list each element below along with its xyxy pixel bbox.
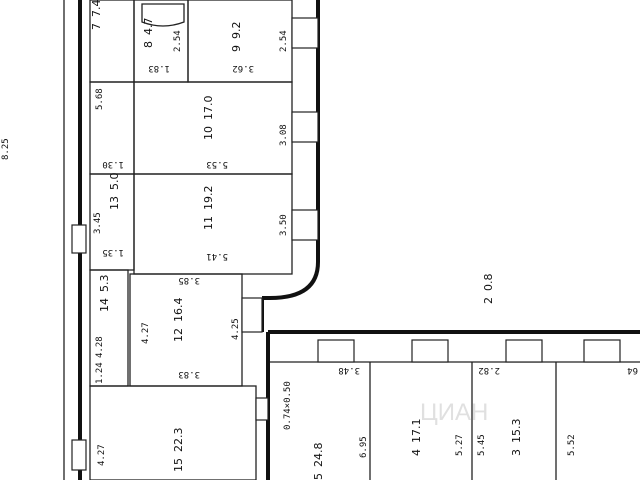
window-icon [317,339,355,363]
room-5-label: 524.8 [312,443,325,480]
room-13-label: 135.0 [108,173,121,211]
dim-label: 5.41 [206,251,228,261]
window-icon [291,17,319,49]
dim-label: 1.24 [95,362,105,384]
dim-label: 3.50 [279,214,289,236]
window-icon [71,439,87,471]
windows [71,17,621,471]
dim-label: 4.27 [97,444,107,466]
watermark: ЦИАН [420,399,488,426]
window-icon [291,111,319,143]
window-icon [255,397,269,421]
room-14-label: 145.3 [98,275,111,313]
dim-label: 3.45 [93,212,103,234]
room-15-outline [89,385,257,480]
dim-label: 5.52 [567,434,577,456]
room-labels: 77.4 84.7 99.2 1017.0 1119.2 1216.4 135.… [90,0,523,480]
window-icon [505,339,543,363]
room-2-label: 20.8 [482,274,495,305]
room-8-label: 84.7 [142,18,155,49]
dim-label: 3.85 [178,275,200,285]
dim-label: 3.48 [338,365,360,375]
dim-label: 1.35 [102,247,124,257]
dim-label: 2.54 [279,30,289,52]
dimension-labels: 2.54 1.83 2.54 3.62 5.68 1.30 5.53 3.08 … [1,30,638,466]
dim-label: 3.62 [232,63,254,73]
dim-label: 0.74×0.50 [283,381,293,430]
dim-label: 3.83 [178,369,200,379]
dim-label: 5.27 [455,434,465,456]
room-9-label: 99.2 [230,22,243,53]
dim-label: 4.25 [231,318,241,340]
dim-label: 5.68 [95,88,105,110]
dim-label: 6.95 [359,436,369,458]
dim-label: 2.54 [173,30,183,52]
window-icon [291,209,319,241]
dim-label: 8.25 [1,138,11,160]
dim-label: 5.45 [477,434,487,456]
dim-label: 4.27 [141,322,151,344]
dim-label: 3.08 [279,124,289,146]
window-icon [583,339,621,363]
dim-label: 2.82 [478,365,500,375]
dim-label: 1.30 [102,159,124,169]
dim-label: 1.83 [148,63,170,73]
room-4-label: 417.1 [410,419,423,457]
room-3-label: 315.3 [510,419,523,457]
bathtub-icon [141,3,185,27]
corridor-curve [262,261,320,300]
dim-label: 5.53 [206,159,228,169]
window-icon [71,224,87,254]
window-icon [411,339,449,363]
room-7-label: 77.4 [90,0,103,30]
room-10-label: 1017.0 [202,96,215,141]
dim-label: 4.28 [95,336,105,358]
room-15-label: 1522.3 [172,428,185,473]
room-12-label: 1216.4 [172,298,185,343]
dim-label: 64 [627,365,638,375]
window-icon [241,297,263,333]
room-11-label: 1119.2 [202,186,215,231]
